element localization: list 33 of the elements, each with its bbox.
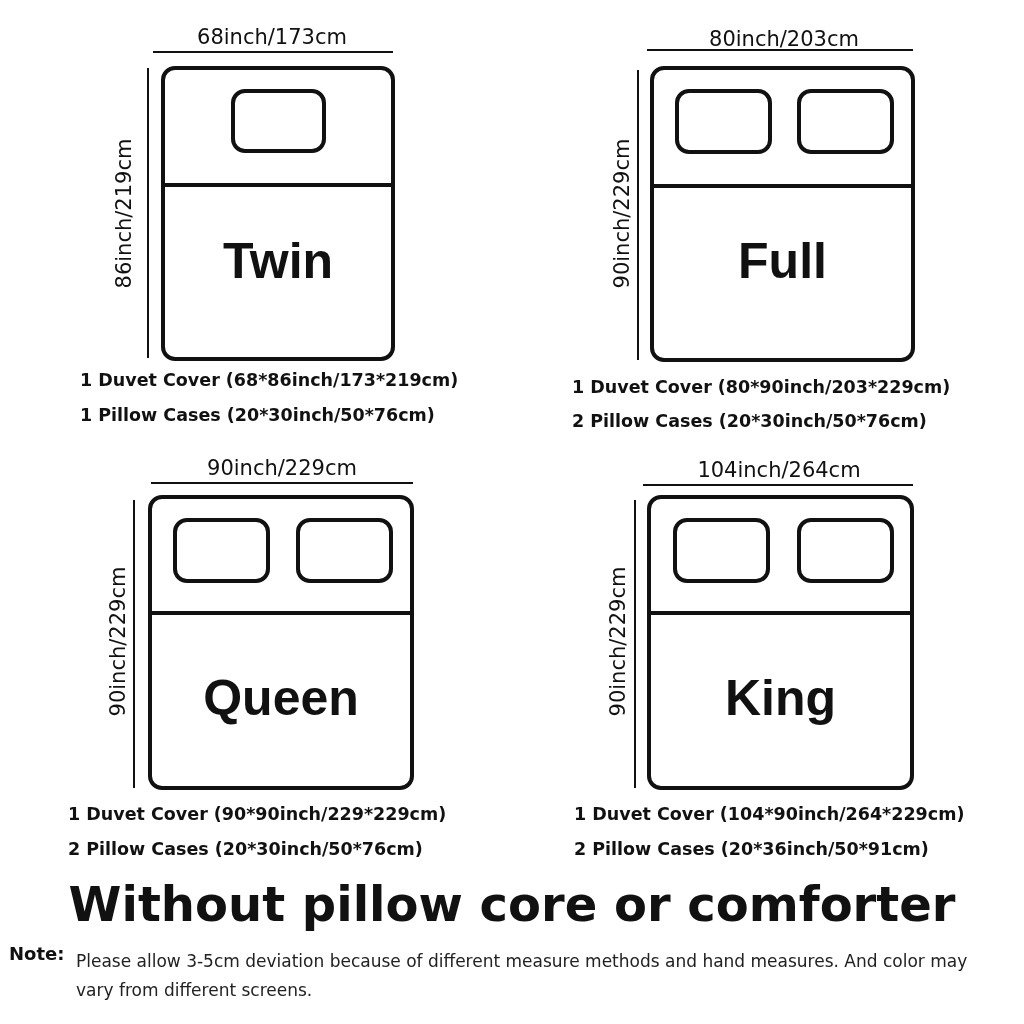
- size-name: Full: [737, 236, 828, 286]
- dimension-label: 80inch/203cm: [708, 29, 860, 50]
- note-text: Please allow 3-5cm deviation because of different measure methods and hand measures. And color may vary from different screens.: [76, 950, 969, 1002]
- dimension-label: 90inch/229cm: [611, 137, 633, 291]
- dimension-label: 90inch/229cm: [607, 565, 629, 719]
- pillow-shape: [173, 518, 270, 583]
- pillow-shape: [675, 89, 772, 154]
- dimension-label: 68inch/173cm: [196, 27, 348, 48]
- pillow-shape: [797, 518, 894, 583]
- item-description: 1 Duvet Cover (80*90inch/203*229cm): [572, 379, 951, 397]
- item-description: 1 Duvet Cover (104*90inch/264*229cm): [574, 806, 965, 824]
- dimension-label: 90inch/229cm: [206, 458, 358, 479]
- bed-outline: [647, 495, 914, 790]
- dimension-label: 90inch/229cm: [107, 565, 129, 719]
- item-description: 1 Pillow Cases (20*30inch/50*76cm): [80, 407, 435, 425]
- pillow-shape: [231, 89, 326, 153]
- bed-outline: [148, 495, 414, 790]
- note-label: Note:: [9, 945, 65, 963]
- pillow-shape: [673, 518, 770, 583]
- dimension-label: 86inch/219cm: [113, 137, 135, 291]
- item-description: 1 Duvet Cover (68*86inch/173*219cm): [80, 372, 459, 390]
- size-name: Queen: [202, 673, 360, 723]
- item-description: 1 Duvet Cover (90*90inch/229*229cm): [68, 806, 447, 824]
- item-description: 2 Pillow Cases (20*36inch/50*91cm): [574, 841, 929, 859]
- item-description: 2 Pillow Cases (20*30inch/50*76cm): [572, 413, 927, 431]
- bed-outline: [161, 66, 395, 361]
- pillow-shape: [797, 89, 894, 154]
- pillow-shape: [296, 518, 393, 583]
- size-name: Twin: [221, 236, 335, 286]
- bed-outline: [650, 66, 915, 362]
- dimension-label: 104inch/264cm: [696, 460, 862, 481]
- size-name: King: [723, 673, 838, 723]
- item-description: 2 Pillow Cases (20*30inch/50*76cm): [68, 841, 423, 859]
